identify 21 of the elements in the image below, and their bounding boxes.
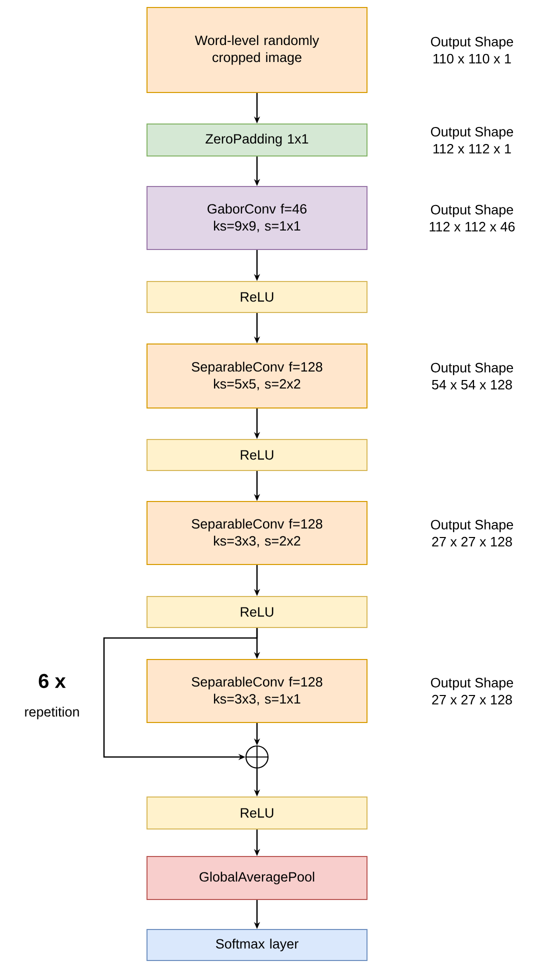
- output-shape-text: Output Shape 110 x 110 x 1: [431, 36, 514, 64]
- activation-box: ReLU: [146, 796, 368, 830]
- output-shape-text: Output Shape 27 x 27 x 128: [431, 520, 514, 546]
- padding-box: ZeroPadding 1x1: [146, 124, 368, 156]
- output-shape-text: Output Shape 54 x 54 x 128: [431, 362, 514, 390]
- repetition-label: repetition: [25, 706, 79, 720]
- layer-box: SeparableConv f=128 ks=3x3, s=1x1: [146, 659, 368, 723]
- layer-box: Word-level randomly cropped image: [146, 7, 368, 93]
- output-shape-text: Output Shape 112 x 112 x 1: [431, 126, 514, 154]
- activation-box: ReLU: [146, 596, 368, 628]
- layer-box: SeparableConv f=128 ks=3x3, s=2x2: [146, 501, 368, 565]
- output-shape-text: Output Shape 27 x 27 x 128: [431, 678, 514, 704]
- layer-box: SeparableConv f=128 ks=5x5, s=2x2: [146, 344, 368, 408]
- output-box: Softmax layer: [146, 929, 368, 961]
- layer-box: GaborConv f=46 ks=9x9, s=1x1: [146, 186, 368, 250]
- activation-box: ReLU: [146, 439, 368, 471]
- output-shape-text: Output Shape 112 x 112 x 46: [430, 204, 515, 232]
- activation-box: ReLU: [146, 281, 368, 313]
- sum-symbol: [244, 744, 270, 770]
- repetition-count: 6 x: [38, 674, 66, 688]
- pooling-box: GlobalAveragePool: [146, 856, 368, 900]
